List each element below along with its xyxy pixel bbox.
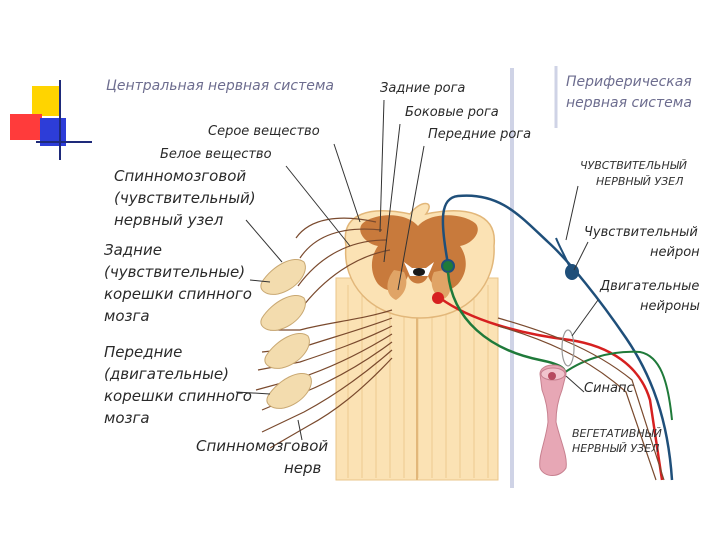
dorsal-roots xyxy=(295,217,391,311)
label-ventral-roots-line3: корешки спинного xyxy=(104,387,252,405)
label-autonomic-ganglion-line1: ВЕГЕТАТИВНЫЙ xyxy=(572,427,662,440)
cns-heading: Центральная нервная система xyxy=(106,78,334,94)
label-sensory-ganglion-line2: НЕРВНЫЙ УЗЕЛ xyxy=(596,175,684,188)
leader-lines xyxy=(235,99,599,441)
label-dorsal-roots-line2: (чувствительные) xyxy=(104,263,246,281)
label-spinal-nerve-line2: нерв xyxy=(284,459,322,477)
label-ventral-roots-line2: (двигательные) xyxy=(104,365,230,383)
corner-decoration xyxy=(10,80,92,160)
label-motor-neurons-line1: Двигательные xyxy=(600,279,700,294)
label-sensory-neuron-line2: нейрон xyxy=(650,245,700,260)
label-spinal-nerve-line1: Спинномозговой xyxy=(196,437,329,455)
label-gray-matter: Серое вещество xyxy=(208,124,320,139)
sensory-neuron-cell-body xyxy=(565,264,579,280)
label-ventral-horns: Передние рога xyxy=(428,127,532,142)
pns-heading-line2: нервная система xyxy=(566,95,692,111)
label-spinal-ganglion-line3: нервный узел xyxy=(114,211,224,229)
spinal-ganglia xyxy=(260,259,312,409)
label-dorsal-horns: Задние рога xyxy=(380,81,466,96)
label-ventral-roots-line1: Передние xyxy=(104,343,183,361)
sensory-neuron xyxy=(441,194,674,481)
label-spinal-ganglion-line1: Спинномозговой xyxy=(114,167,247,185)
label-sensory-neuron-line1: Чувствительный xyxy=(584,225,698,240)
peripheral-nerve-trunk xyxy=(497,317,665,481)
label-motor-neurons-line2: нейроны xyxy=(640,299,700,314)
label-dorsal-roots-line3: корешки спинного xyxy=(104,285,252,303)
label-spinal-ganglion-line2: (чувствительный) xyxy=(114,189,256,207)
label-lateral-horns: Боковые рога xyxy=(405,105,499,120)
label-synapse: Синапс xyxy=(584,381,634,396)
label-dorsal-roots-line1: Задние xyxy=(104,241,162,259)
label-autonomic-ganglion-line2: НЕРВНЫЙ УЗЕЛ xyxy=(572,442,660,455)
interneuron-cell-body xyxy=(441,259,455,273)
label-ventral-roots-line4: мозга xyxy=(104,409,150,427)
synapse-ring xyxy=(561,329,575,367)
motor-neuron-cell-body xyxy=(432,292,444,304)
label-dorsal-roots-line4: мозга xyxy=(104,307,150,325)
label-white-matter: Белое вещество xyxy=(160,147,272,162)
autonomic-ganglion xyxy=(539,364,567,476)
label-sensory-ganglion-line1: ЧУВСТВИТЕЛЬНЫЙ xyxy=(580,159,687,172)
pns-heading-line1: Периферическая xyxy=(566,74,692,90)
